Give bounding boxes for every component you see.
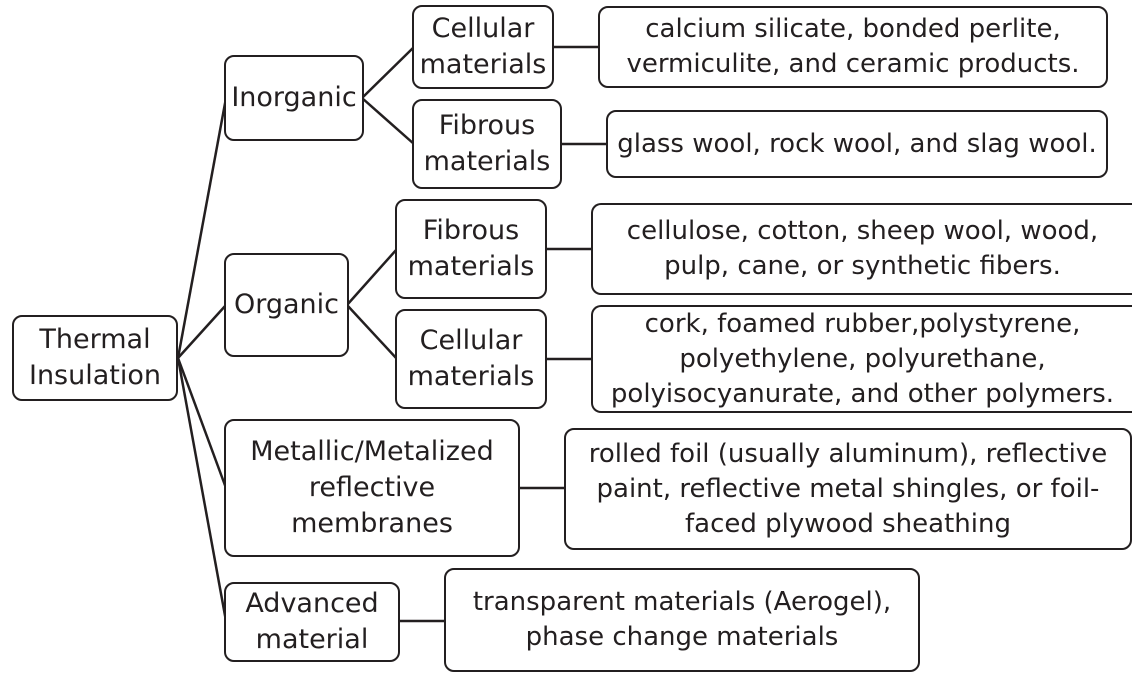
- subcategory-label: Fibrous materials: [407, 215, 535, 282]
- category-label: Organic: [233, 289, 340, 320]
- examples-text: calcium silicate, bonded perlite, vermic…: [626, 14, 1080, 79]
- connector-root-metallic: [176, 357, 228, 489]
- examples-node-inorganic-cellular: calcium silicate, bonded perlite, vermic…: [598, 6, 1108, 88]
- examples-text: glass wool, rock wool, and slag wool.: [617, 128, 1097, 159]
- root-node-thermal-insulation: Thermal Insulation: [12, 315, 178, 401]
- category-node-organic: Organic: [224, 253, 349, 357]
- examples-node-advanced-material: transparent materials (Aerogel), phase c…: [444, 568, 920, 672]
- subcategory-label: Fibrous materials: [423, 110, 551, 177]
- examples-text: cellulose, cotton, sheep wool, wood, pul…: [626, 216, 1099, 281]
- subcategory-node-organic-fibrous: Fibrous materials: [395, 199, 547, 299]
- examples-text: cork, foamed rubber,polystyrene, polyeth…: [610, 308, 1115, 409]
- examples-text: rolled foil (usually aluminum), reflecti…: [588, 438, 1108, 539]
- connector-root-inorganic: [176, 97, 228, 359]
- category-node-advanced-material: Advanced material: [224, 582, 400, 662]
- subcategory-node-organic-cellular: Cellular materials: [395, 309, 547, 409]
- connector-inorganic-fibrous: [361, 97, 415, 145]
- connector-organic-fibrous: [346, 248, 398, 306]
- examples-node-inorganic-fibrous: glass wool, rock wool, and slag wool.: [606, 110, 1108, 178]
- category-label: Inorganic: [231, 82, 357, 113]
- examples-node-metallic-metalized: rolled foil (usually aluminum), reflecti…: [564, 428, 1132, 550]
- category-node-metallic-metalized: Metallic/Metalized reflective membranes: [224, 419, 520, 557]
- examples-text: transparent materials (Aerogel), phase c…: [472, 587, 892, 652]
- category-label: Advanced material: [245, 588, 379, 655]
- connector-root-organic: [177, 304, 227, 359]
- subcategory-label: Cellular materials: [419, 13, 547, 80]
- category-node-inorganic: Inorganic: [224, 55, 364, 141]
- examples-node-organic-cellular: cork, foamed rubber,polystyrene, polyeth…: [591, 305, 1132, 413]
- connector-root-advanced: [176, 357, 228, 622]
- connector-inorganic-cellular: [361, 46, 415, 99]
- subcategory-label: Cellular materials: [407, 325, 535, 392]
- connector-organic-cellular: [346, 304, 398, 360]
- category-label: Metallic/Metalized reflective membranes: [250, 436, 494, 539]
- subcategory-node-inorganic-cellular: Cellular materials: [412, 5, 554, 89]
- examples-node-organic-fibrous: cellulose, cotton, sheep wool, wood, pul…: [591, 203, 1132, 295]
- root-label: Thermal Insulation: [28, 324, 162, 391]
- subcategory-node-inorganic-fibrous: Fibrous materials: [412, 99, 562, 189]
